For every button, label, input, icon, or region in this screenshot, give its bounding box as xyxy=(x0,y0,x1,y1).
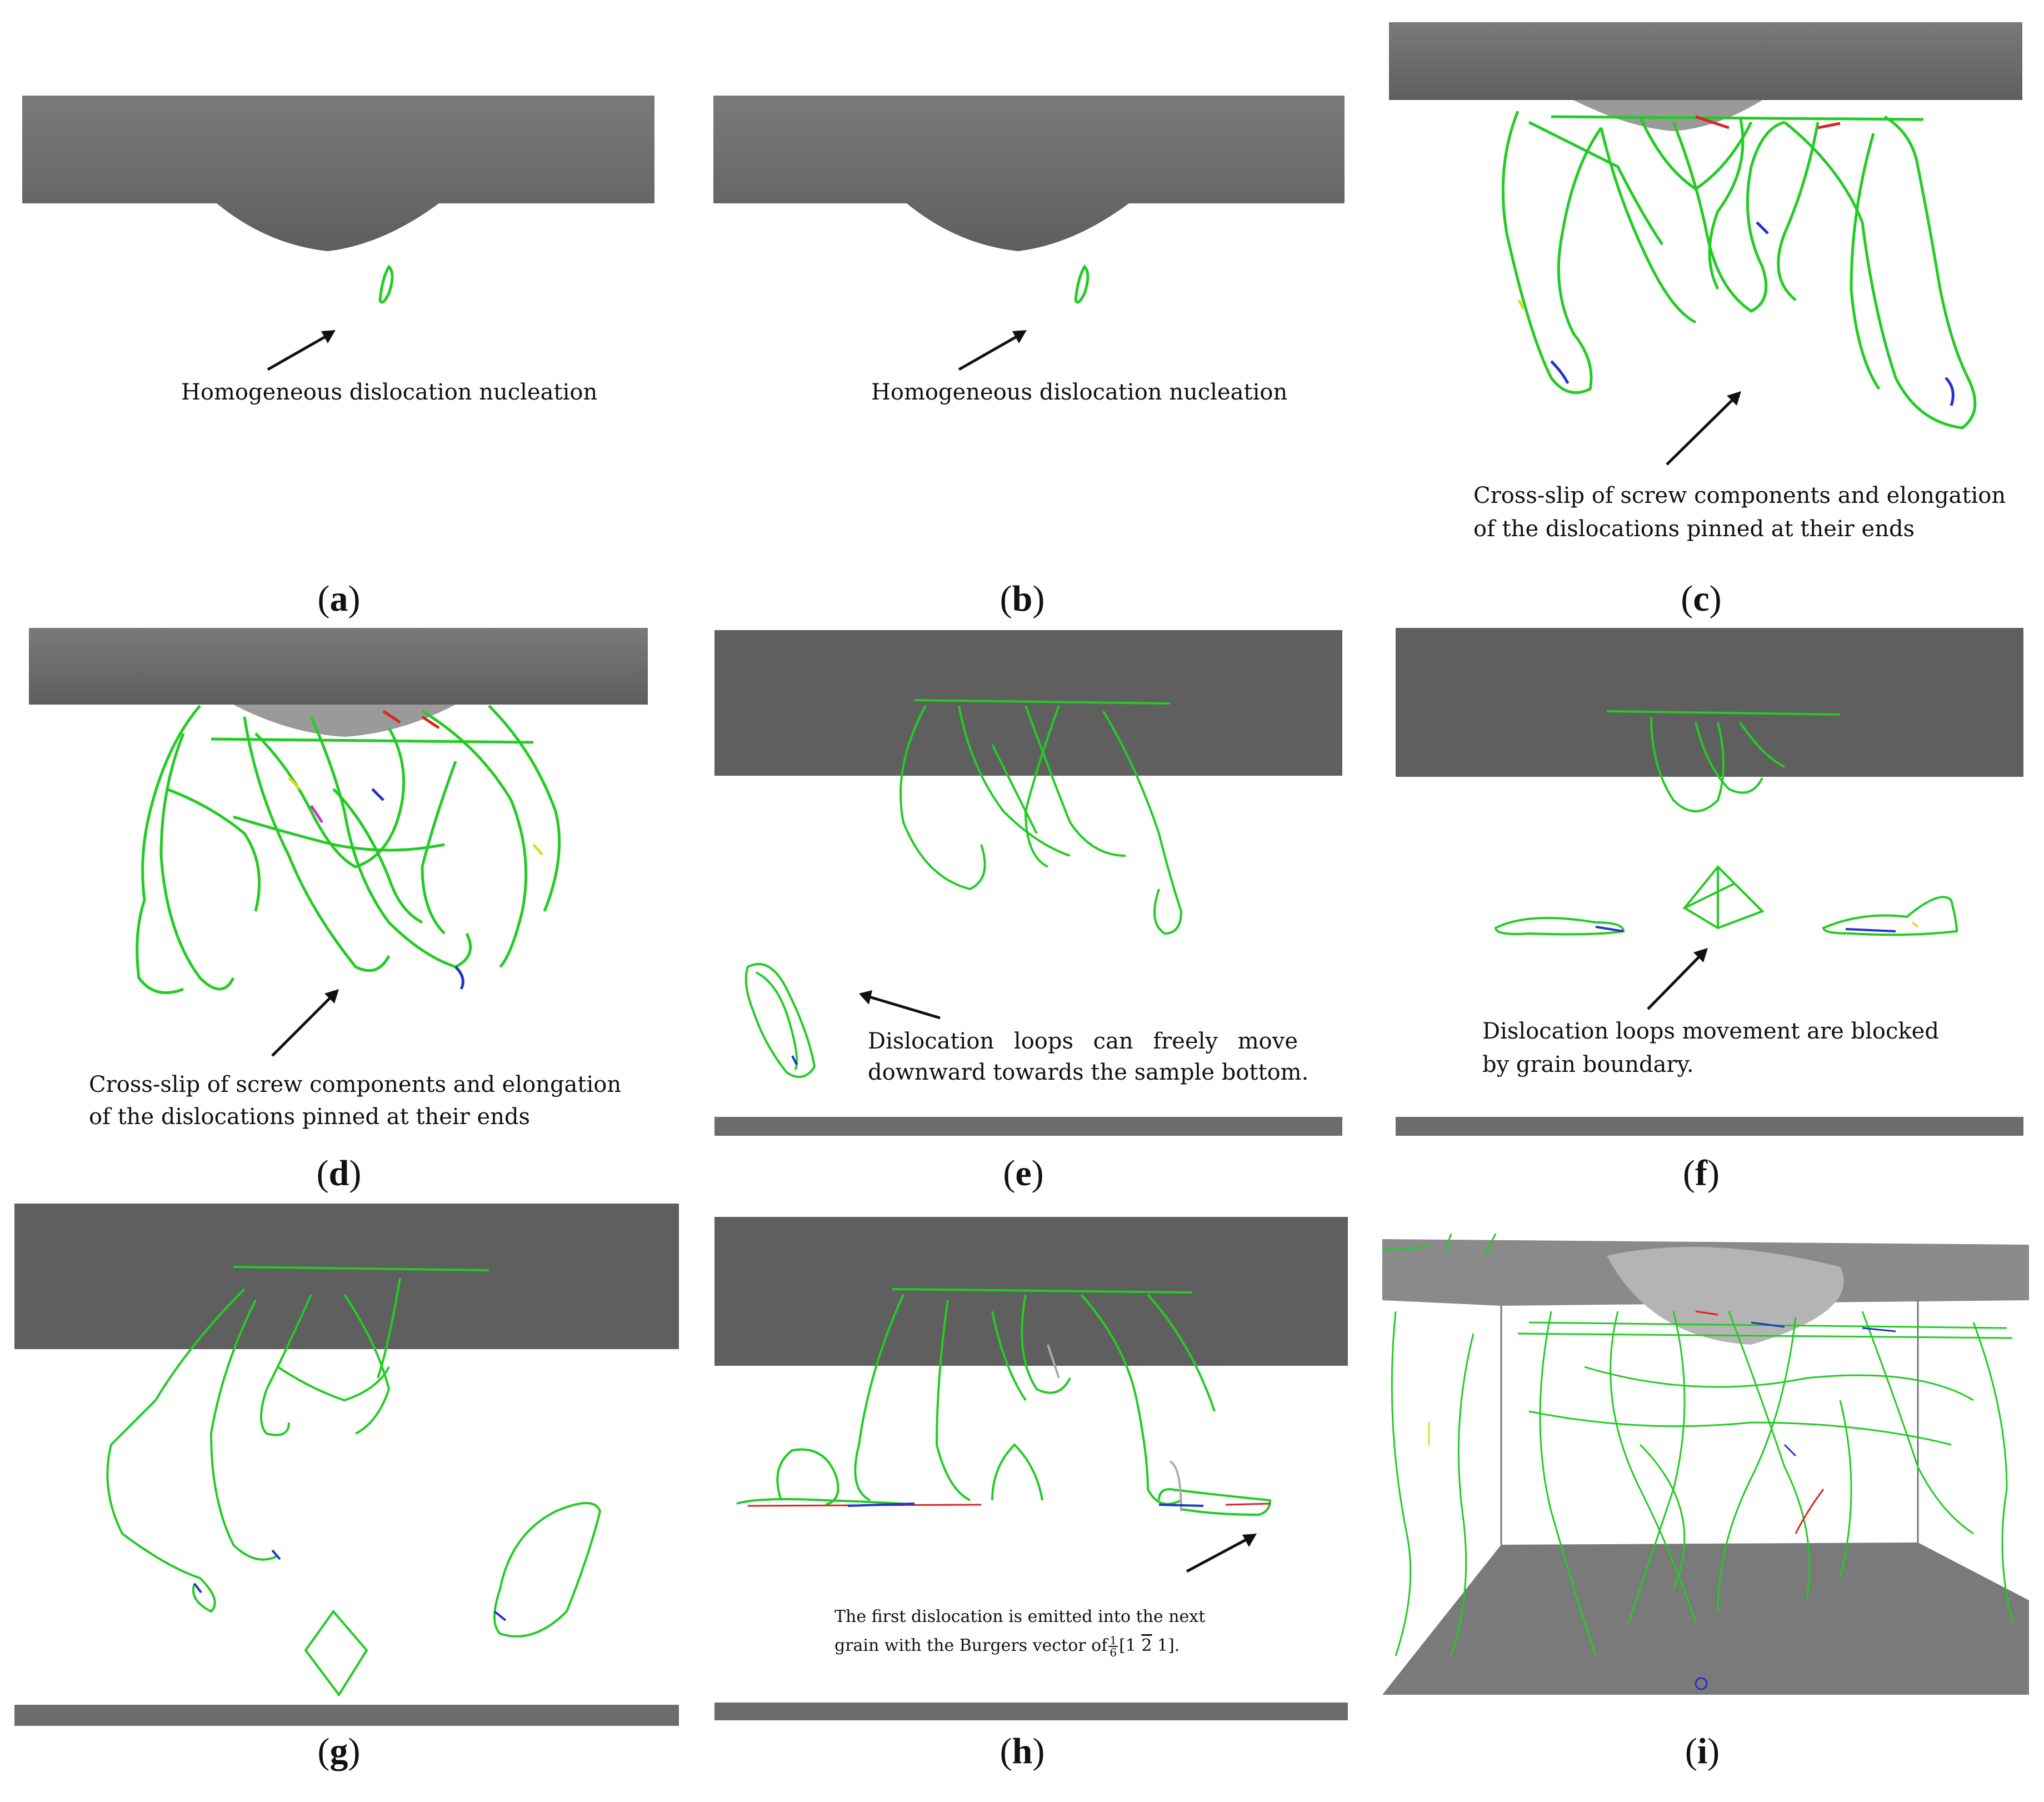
pyramid-loop xyxy=(1682,882,1765,930)
bottom-slab xyxy=(1396,1117,2023,1136)
indenter-slab xyxy=(22,96,654,251)
panel-g-render xyxy=(14,1204,679,1726)
dislocation-network xyxy=(136,705,561,995)
annotation-d-line2: of the dislocations pinned at their ends xyxy=(89,1104,531,1130)
arrow-line xyxy=(1186,1535,1252,1573)
bottom-surface xyxy=(1382,1543,2029,1695)
arrow-head xyxy=(1242,1534,1257,1547)
indenter-slab xyxy=(714,630,1342,776)
arrow-line xyxy=(958,332,1023,371)
dislocation-network xyxy=(736,1288,1272,1516)
bottom-slab xyxy=(714,1117,1342,1136)
indenter-slab xyxy=(713,96,1345,251)
panel-i-render xyxy=(1382,1233,2029,1695)
panel-label-h: (h) xyxy=(999,1731,1045,1771)
indenter-slab xyxy=(29,628,648,705)
arrow-head xyxy=(859,990,872,1005)
annotation-e-line1: Dislocation loops can freely move xyxy=(868,1029,1298,1054)
panel-c: Cross-slip of screw components and elong… xyxy=(1362,0,2044,578)
indenter-slab xyxy=(1396,628,2023,777)
panel-label-g: (g) xyxy=(317,1731,361,1771)
indent-bulge xyxy=(1607,1247,1844,1345)
panel-a-render xyxy=(22,96,654,371)
panel-h: The first dislocation is emitted into th… xyxy=(681,1200,1362,1734)
dislocation-network xyxy=(1606,710,1841,812)
panel-f-render xyxy=(1396,628,2023,1136)
panel-b-render xyxy=(713,96,1345,371)
panel-a: Homogeneous dislocation nucleation xyxy=(0,0,681,578)
dislocation-loop xyxy=(378,264,394,304)
panel-label-b: (b) xyxy=(999,578,1045,619)
dislocation-network xyxy=(106,1266,489,1613)
arrow-head xyxy=(1012,330,1027,343)
annotation-c-line1: Cross-slip of screw components and elong… xyxy=(1473,483,2006,508)
detached-loop xyxy=(744,963,816,1078)
annotation-f-line1: Dislocation loops movement are blocked xyxy=(1482,1019,1939,1044)
dislocation-network xyxy=(1501,111,1977,430)
panel-f: Dislocation loops movement are blocked b… xyxy=(1362,622,2044,1156)
blocked-loop-left xyxy=(1494,917,1625,936)
arrow-line xyxy=(1666,396,1737,466)
annotation-e-line2: downward towards the sample bottom. xyxy=(868,1060,1309,1085)
arrow-line xyxy=(865,994,941,1020)
annotation-f-line2: by grain boundary. xyxy=(1482,1052,1694,1077)
dislocation-loop xyxy=(1074,264,1090,304)
arrow-head xyxy=(1693,948,1708,962)
annotation-c-line2: of the dislocations pinned at their ends xyxy=(1473,516,1915,542)
pyramid-loop-edges xyxy=(1683,865,1763,928)
panel-b: Homogeneous dislocation nucleation xyxy=(681,0,1362,578)
panel-label-d: (d) xyxy=(316,1153,362,1194)
arrow-line xyxy=(267,332,332,371)
indent-cavity xyxy=(233,705,456,737)
indenter-slab xyxy=(1389,22,2022,100)
arrow-head xyxy=(321,330,336,343)
bottom-slab xyxy=(14,1705,679,1726)
annotation-h-line1: The first dislocation is emitted into th… xyxy=(834,1607,1206,1626)
panel-label-f: (f) xyxy=(1683,1153,1720,1194)
bottom-slab xyxy=(714,1703,1348,1720)
panel-e: Dislocation loops can freely move downwa… xyxy=(681,622,1362,1156)
panel-label-i: (i) xyxy=(1685,1731,1720,1771)
panel-label-a: (a) xyxy=(317,578,361,619)
indent-cavity xyxy=(1573,100,1762,131)
panel-label-e: (e) xyxy=(1003,1153,1044,1194)
panel-c-render xyxy=(1389,22,2022,466)
panel-d-render xyxy=(29,628,648,1057)
arrow-line xyxy=(1647,952,1703,1010)
panel-e-render xyxy=(714,630,1342,1136)
dislocation-network xyxy=(899,699,1183,935)
arrow-line xyxy=(271,994,334,1057)
dislocation-segments-colored xyxy=(288,710,543,990)
arrow-head xyxy=(1727,391,1741,406)
dislocation-segments-colored xyxy=(1428,1310,1896,1534)
panel-g xyxy=(0,1200,681,1734)
detached-loop-inner xyxy=(756,971,798,1071)
indenter-slab xyxy=(14,1204,679,1349)
detached-loop-right xyxy=(493,1502,602,1638)
annotation-d-line1: Cross-slip of screw components and elong… xyxy=(89,1072,622,1097)
panel-label-c: (c) xyxy=(1681,578,1722,619)
dislocation-segments-colored xyxy=(1517,115,1955,406)
annotation-b-line1: Homogeneous dislocation nucleation xyxy=(871,380,1288,405)
annotation-a-line1: Homogeneous dislocation nucleation xyxy=(181,380,598,405)
diamond-loop xyxy=(304,1609,368,1697)
panel-h-render xyxy=(714,1217,1348,1720)
arrow-head xyxy=(324,989,339,1004)
panel-i xyxy=(1362,1200,2044,1734)
blocked-loop-right xyxy=(1822,896,1958,936)
panel-d: Cross-slip of screw components and elong… xyxy=(0,622,681,1156)
bottom-marker xyxy=(1695,1677,1708,1690)
